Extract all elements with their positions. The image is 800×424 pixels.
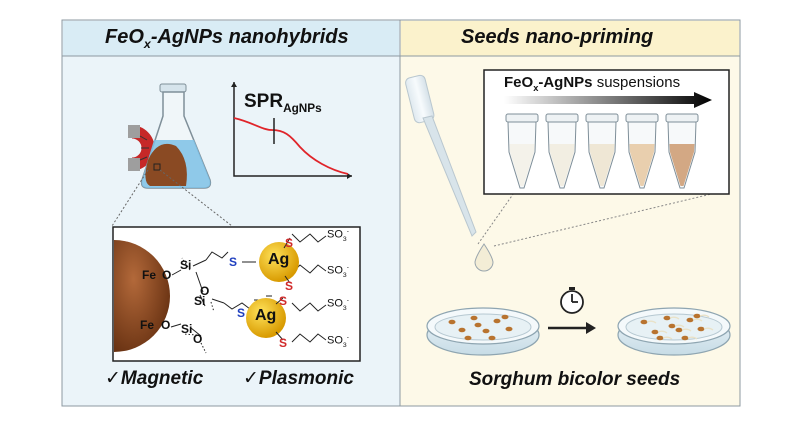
seed: [458, 327, 466, 333]
o-label-lower: O: [193, 332, 203, 346]
seed-radicle: [646, 320, 657, 324]
germinated-seed: [697, 326, 705, 332]
fe-label-bottom: Fe: [140, 318, 155, 332]
clock-icon: [560, 287, 584, 314]
magnetic-property: ✓Magnetic: [105, 368, 204, 389]
germinated-seed: [651, 329, 659, 335]
fe-label-top: Fe: [142, 268, 157, 282]
iron-oxide-core: [114, 240, 170, 352]
germinated-seed: [668, 323, 676, 329]
plasmonic-property: ✓Plasmonic: [243, 368, 354, 389]
petri-dish-germinated-icon: [617, 307, 731, 356]
germinated-seed: [675, 327, 683, 333]
seed-radicle: [674, 324, 685, 328]
s-label-red-3: S: [279, 294, 288, 308]
o-label-top: O: [162, 268, 172, 282]
germinated-seed: [693, 313, 701, 319]
germinated-seed: [681, 335, 689, 341]
si-label-top: Si: [180, 258, 192, 272]
seed-radicle: [681, 328, 692, 332]
s-label-red-2: S: [285, 279, 294, 293]
petri-dish-icon: [426, 307, 540, 356]
s-label-red-4: S: [279, 336, 288, 350]
microtube-5: [665, 113, 699, 189]
tube-rack: [505, 113, 699, 189]
ag-label-top: Ag: [268, 251, 290, 268]
seed-radicle: [669, 316, 680, 320]
seed-radicle: [687, 336, 698, 340]
spr-label: SPRAgNPs: [244, 91, 322, 115]
seed-radicle: [699, 314, 710, 318]
seed: [464, 335, 472, 341]
microtube-3: [585, 113, 619, 189]
spr-plot: [231, 82, 352, 179]
seed: [488, 335, 496, 341]
left-panel-header: [63, 21, 399, 56]
seed: [474, 322, 482, 328]
ag-label-bottom: Ag: [255, 307, 277, 324]
sulfonate-label-3: SO3-: [327, 297, 349, 312]
suspensions-label: FeOx-AgNPs suspensions: [504, 74, 681, 93]
seed: [448, 319, 456, 325]
sulfonate-label-2: SO3-: [327, 264, 349, 279]
magnet-icon: [128, 125, 155, 171]
droplet: [474, 243, 494, 272]
erlenmeyer-flask-icon: [140, 83, 212, 189]
seed: [505, 326, 513, 332]
seed: [493, 318, 501, 324]
seed: [501, 314, 509, 320]
seed-radicle: [657, 330, 668, 334]
seed: [470, 315, 478, 321]
seed-radicle: [662, 336, 673, 340]
seed: [482, 328, 490, 334]
microtube-2: [545, 113, 579, 189]
left-panel-title: FeOx-AgNPs nanohybrids: [105, 26, 349, 51]
si-label-middle: Si: [194, 294, 206, 308]
s-label-red-1: S: [285, 236, 294, 250]
concentration-gradient-arrow: [504, 92, 712, 108]
arrow-right-icon: [548, 322, 596, 334]
seeds-caption: Sorghum bicolor seeds: [469, 369, 681, 390]
right-panel-title: Seeds nano-priming: [461, 26, 654, 48]
seed-radicle: [703, 327, 714, 331]
s-label-blue-bottom: S: [237, 306, 246, 320]
seed-radicle: [692, 318, 703, 322]
si-label-bottom: Si: [181, 322, 193, 336]
sulfonate-label-1: SO3-: [327, 228, 349, 243]
germinated-seed: [640, 319, 648, 325]
germinated-seed: [663, 315, 671, 321]
germinated-seed: [686, 317, 694, 323]
microtube-4: [625, 113, 659, 189]
silver-nanoparticle-bottom: [246, 298, 286, 338]
o-label-bottom: O: [161, 318, 171, 332]
pipette-icon: [405, 74, 477, 237]
sulfonate-label-4: SO3-: [327, 334, 349, 349]
s-label-blue-top: S: [229, 255, 238, 269]
microtube-1: [505, 113, 539, 189]
right-panel-header: [401, 21, 739, 56]
o-label-bridge: O: [200, 284, 210, 298]
silver-nanoparticle-top: [259, 242, 299, 282]
germinated-seed: [656, 335, 664, 341]
